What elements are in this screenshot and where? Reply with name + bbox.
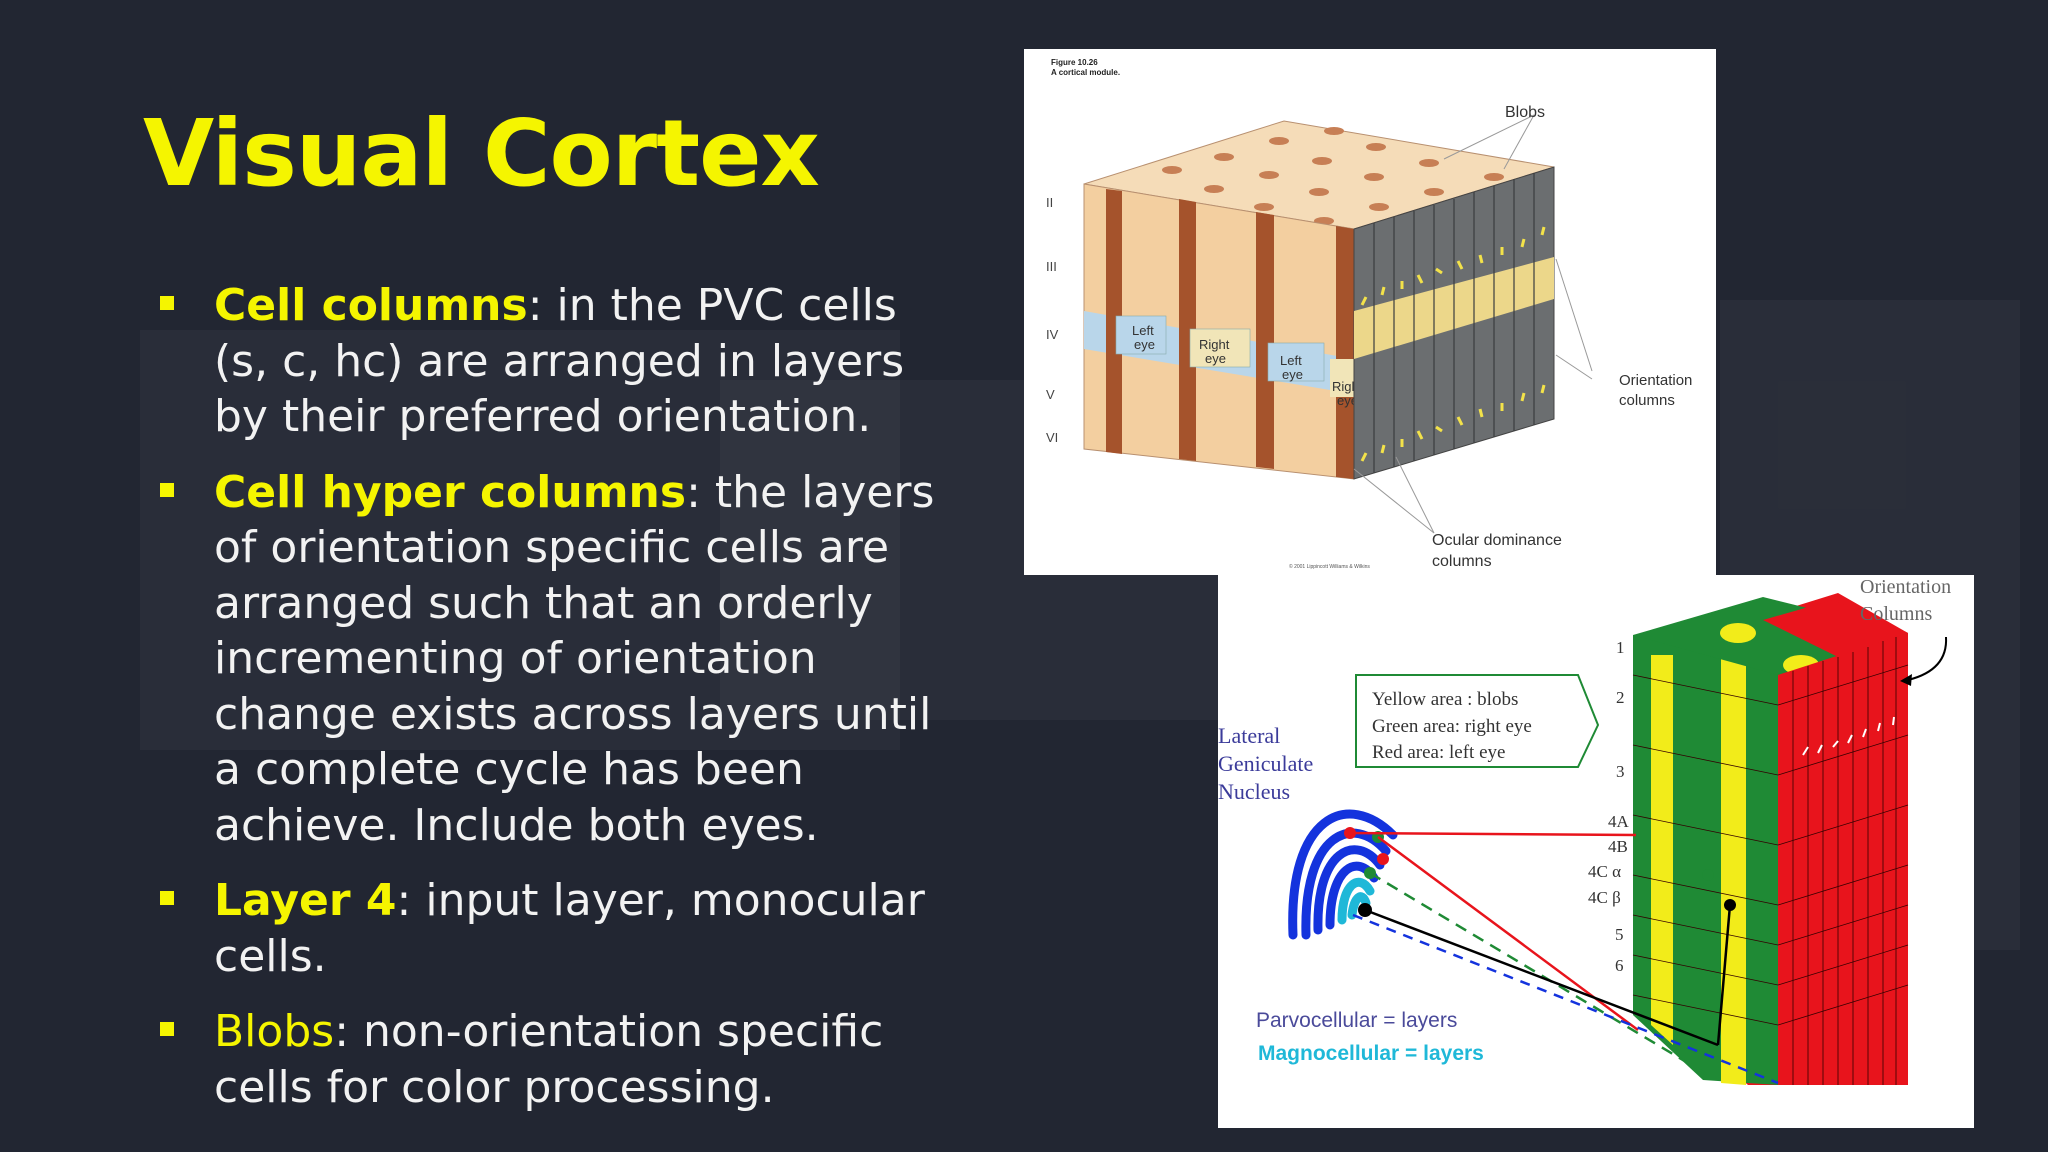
legend-item: Green area: right eye [1372,716,1532,737]
layer-label: V [1046,387,1055,402]
callout-line [1555,354,1593,380]
cortex-target-dot [1724,899,1736,911]
bullet-square-icon [160,891,174,905]
magnocellular-label: Magnocellular = layers [1258,1042,1484,1065]
orientation-columns-label: columns [1619,392,1675,409]
block-grid-lines [1632,637,1909,1085]
projection-lines [1349,831,1779,1085]
lgn-layers [1288,809,1398,940]
bullet-text: : non-orientation specific cells for col… [214,1006,884,1113]
callout-line [1503,114,1535,170]
layer-label: 6 [1615,956,1624,975]
cortex-target-dot [1702,869,1714,881]
legend-item: Yellow area : blobs [1372,689,1518,710]
block-front-red [1778,633,1908,1085]
hypercolumn-figure: 1 2 3 4A 4B 4C α 4C β 5 6 Orientation Co… [1218,575,1974,1128]
layer-label: VI [1046,430,1058,445]
arrow-icon [1907,636,1948,681]
ocular-dominance-stripes [1106,189,1354,479]
layer-label: 5 [1615,925,1624,944]
layer-label: 4C β [1588,888,1621,907]
bullet-item: Layer 4: input layer, monocular cells. [160,873,940,984]
bullet-term: Cell hyper columns [214,466,687,518]
ocular-dominance-label: columns [1432,553,1492,570]
layer-label: 4A [1608,812,1630,831]
eye-label: Right [1199,337,1230,352]
bullet-term: Blobs [214,1006,335,1057]
lgn-label: Geniculate [1218,751,1313,776]
orientation-columns-label: Orientation [1619,372,1692,389]
orientation-columns-label: Orientation [1860,576,1951,598]
bullet-term: Layer 4 [214,875,397,926]
bullet-item: Cell columns: in the PVC cells (s, c, hc… [160,278,940,445]
lgn-label: Lateral [1218,723,1280,748]
layer-label: II [1046,195,1053,210]
bullet-item: Cell hyper columns: the layers of orient… [160,465,940,854]
orientation-ticks [1360,226,1546,462]
eye-label-boxes [1115,315,1354,397]
hypercolumn-diagram: 1 2 3 4A 4B 4C α 4C β 5 6 Orientation Co… [1218,576,1951,1085]
layer-label: 4B [1608,837,1628,856]
blobs-label: Blobs [1505,104,1545,121]
bullet-text: : the layers of orientation specific cel… [214,466,935,851]
parvocellular-label: Parvocellular = layers [1256,1009,1457,1032]
ocular-dominance-label: Ocular dominance [1432,532,1562,549]
bullet-text: : in the PVC cells (s, c, hc) are arrang… [214,280,905,442]
layer-label: IV [1046,327,1059,342]
slide-title: Visual Cortex [143,100,820,207]
bullet-square-icon [160,1022,174,1036]
cortical-module-figure: Figure 10.26 A cortical module. [1024,49,1716,575]
eye-label: eye [1282,367,1303,382]
layer-label: 4C α [1588,862,1621,881]
layer-label: 2 [1616,688,1625,707]
legend-box [1355,674,1600,768]
orientation-column-lines [1373,173,1535,473]
bullet-text: : input layer, monocular cells. [214,875,925,982]
lgn-label: Nucleus [1218,779,1290,804]
eye-label: eye [1134,337,1155,352]
bullet-list: Cell columns: in the PVC cells (s, c, hc… [160,278,940,1135]
block-middle-yellow [1721,655,1746,1085]
bullet-item: Blobs: non-orientation specific cells fo… [160,1004,940,1115]
layer-label: 3 [1616,762,1625,781]
arrow-head-icon [1900,674,1912,686]
bullet-square-icon [160,296,174,310]
block-top-red [1763,600,1908,657]
bullet-square-icon [160,482,174,497]
eye-label: eye [1205,351,1226,366]
copyright-text: © 2001 Lippincott Williams & Wilkins [1289,563,1370,570]
figure-caption-title: A cortical module. [1051,68,1120,77]
callout-line [1443,114,1535,160]
figure-caption-number: Figure 10.26 [1051,58,1098,67]
top-blob [1720,623,1756,643]
layer-label: 1 [1616,638,1625,657]
callout-line [1353,468,1435,534]
orientation-columns-label: Columns [1860,603,1932,625]
legend-item: Red area: left eye [1372,742,1505,763]
callout-line [1395,456,1435,534]
block-left-yellow [1651,655,1673,1045]
cortical-module-diagram: Figure 10.26 A cortical module. [1046,58,1692,570]
eye-label: Left [1132,323,1154,338]
orientation-ticks [1802,716,1895,756]
bullet-term: Cell columns [214,280,528,331]
layer-label: III [1046,259,1057,274]
eye-label: eye [1337,393,1358,408]
eye-label: Left [1280,353,1302,368]
callout-line [1555,258,1593,372]
